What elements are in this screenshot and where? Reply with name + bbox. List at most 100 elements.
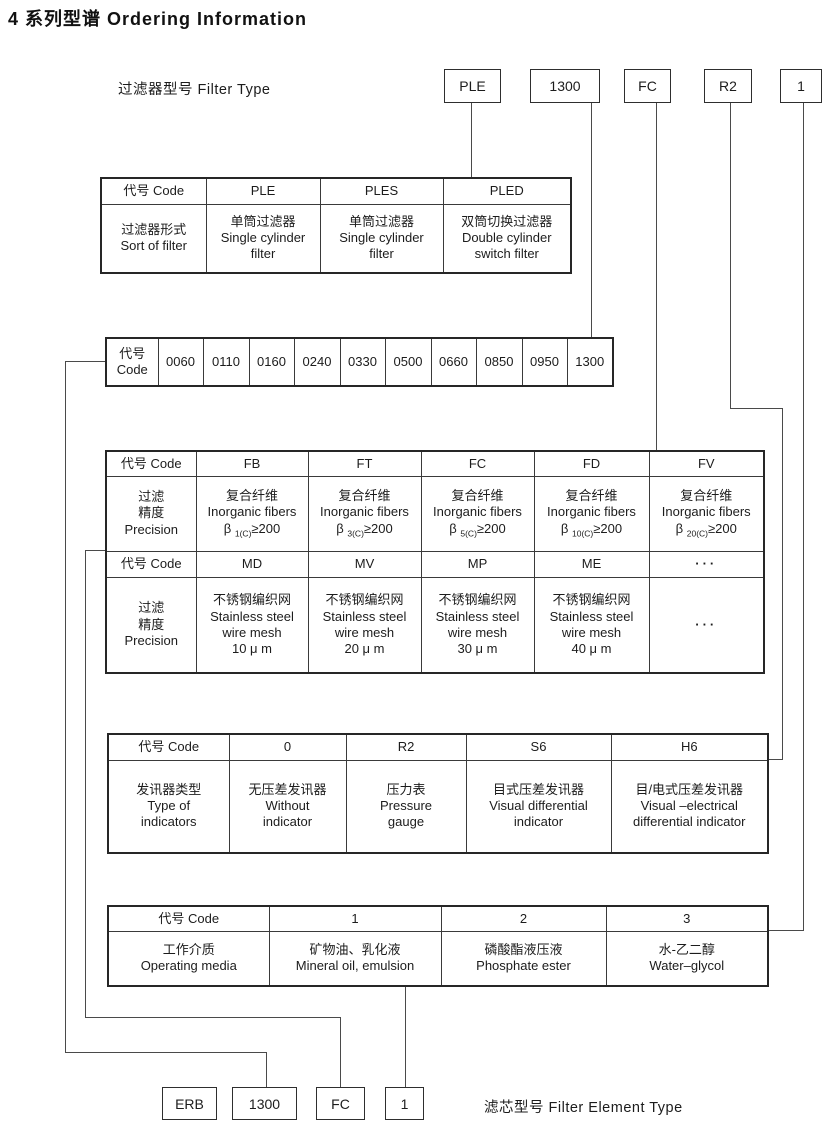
element-code-box-fc: FC [316, 1087, 365, 1120]
size-code-table: 代号 Code 0060 0110 0160 0240 0330 0500 06… [105, 337, 614, 387]
connector-line [803, 103, 804, 930]
element-code-box-1: 1 [385, 1087, 424, 1120]
header-cell-1: 1 [268, 905, 442, 932]
header-cell-code: 代号 Code [107, 733, 230, 761]
value-cell: 无压差发讯器 Without indicator [228, 759, 347, 854]
connector-line [767, 930, 804, 931]
precision-table: 代号 Code FB FT FC FD FV 过滤 精度 Precision 复… [105, 450, 765, 674]
header-cell-h6: H6 [610, 733, 769, 761]
header-cell-r2: R2 [345, 733, 467, 761]
value-cell: 压力表 Pressure gauge [345, 759, 467, 854]
value-cell: 0060 [157, 337, 204, 387]
filter-type-label: 过滤器型号 Filter Type [118, 82, 271, 98]
connector-line [65, 361, 105, 362]
value-cell: 目/电式压差发讯器 Visual –electrical differentia… [610, 759, 769, 854]
header-cell-code: 代号 Code [107, 905, 270, 932]
connector-line [85, 550, 86, 1017]
value-cell: 0850 [475, 337, 523, 387]
mesh-cell: 不锈钢编织网 Stainless steel wire mesh 10 μ m [195, 576, 309, 674]
header-cell-s6: S6 [465, 733, 612, 761]
header-cell-0: 0 [228, 733, 347, 761]
header-cell-ellipsis: ··· [648, 550, 765, 578]
beta-ratio: β 1(C)≥200 [223, 520, 281, 539]
connector-line [730, 103, 731, 408]
header-cell-fv: FV [648, 450, 765, 477]
header-cell-code: 代号 Code [105, 550, 197, 578]
connector-line [782, 408, 783, 759]
value-cell: 水-乙二醇 Water–glycol [605, 930, 769, 987]
value-cell: 0500 [384, 337, 432, 387]
fiber-en: Inorganic fibers [433, 504, 522, 520]
connector-line [340, 1017, 341, 1087]
value-cell: 单筒过滤器 Single cylinder filter [319, 203, 444, 274]
row-label-cell: 发讯器类型 Type of indicators [107, 759, 230, 854]
connector-line [656, 103, 657, 450]
header-cell-ple: PLE [205, 177, 321, 205]
value-cell: 0950 [521, 337, 568, 387]
header-cell-code: 代号 Code [100, 177, 207, 205]
connector-line [85, 550, 107, 551]
fiber-cn: 复合纤维 [451, 488, 504, 504]
header-cell-mp: MP [420, 550, 535, 578]
fiber-en: Inorganic fibers [320, 504, 409, 520]
mesh-cell: 不锈钢编织网 Stainless steel wire mesh 30 μ m [420, 576, 535, 674]
fiber-cell: 复合纤维 Inorganic fibers β 3(C)≥200 [307, 475, 422, 552]
connector-line [65, 361, 66, 1052]
header-cell-ples: PLES [319, 177, 444, 205]
connector-line [405, 985, 406, 1087]
fiber-cn: 复合纤维 [225, 488, 278, 504]
beta-ratio: β 20(C)≥200 [675, 520, 737, 539]
model-code-box-1: 1 [780, 69, 822, 103]
beta-ratio: β 5(C)≥200 [449, 520, 506, 539]
value-cell: 目式压差发讯器 Visual differential indicator [465, 759, 612, 854]
row-label-cell: 工作介质 Operating media [107, 930, 270, 987]
element-code-box-1300: 1300 [232, 1087, 297, 1120]
indicator-table: 代号 Code 0 R2 S6 H6 发讯器类型 Type of indicat… [107, 733, 769, 854]
fiber-cell: 复合纤维 Inorganic fibers β 1(C)≥200 [195, 475, 309, 552]
model-code-box-1300: 1300 [530, 69, 600, 103]
mesh-cell-ellipsis: ··· [648, 576, 765, 674]
connector-line [767, 759, 783, 760]
header-cell-fb: FB [195, 450, 309, 477]
beta-ratio: β 10(C)≥200 [560, 520, 623, 539]
element-code-box-erb: ERB [162, 1087, 217, 1120]
fiber-cell: 复合纤维 Inorganic fibers β 5(C)≥200 [420, 475, 535, 552]
header-cell-mv: MV [307, 550, 422, 578]
value-cell: 0110 [202, 337, 250, 387]
value-cell: 1300 [566, 337, 614, 387]
header-cell-code: 代号 Code [105, 450, 197, 477]
beta-ratio: β 3(C)≥200 [336, 520, 393, 539]
value-cell: 0330 [339, 337, 386, 387]
fiber-cell: 复合纤维 Inorganic fibers β 20(C)≥200 [648, 475, 765, 552]
value-cell: 矿物油、乳化液 Mineral oil, emulsion [268, 930, 442, 987]
row-label-cell: 过滤 精度 Precision [105, 475, 197, 552]
value-cell: 0160 [248, 337, 295, 387]
connector-line [65, 1052, 267, 1053]
fiber-en: Inorganic fibers [661, 504, 751, 520]
connector-line [266, 1052, 267, 1087]
value-cell: 双筒切换过滤器 Double cylinder switch filter [442, 203, 572, 274]
connector-line [591, 103, 592, 337]
mesh-cell: 不锈钢编织网 Stainless steel wire mesh 40 μ m [533, 576, 650, 674]
fiber-cn: 复合纤维 [338, 488, 391, 504]
header-cell-md: MD [195, 550, 309, 578]
header-cell-me: ME [533, 550, 650, 578]
element-type-label: 滤芯型号 Filter Element Type [484, 1100, 683, 1116]
value-cell: 0240 [293, 337, 341, 387]
header-cell-ft: FT [307, 450, 422, 477]
model-code-box-fc: FC [624, 69, 671, 103]
value-cell: 单筒过滤器 Single cylinder filter [205, 203, 321, 274]
sort-of-filter-table: 代号 Code PLE PLES PLED 过滤器形式 Sort of filt… [100, 177, 572, 274]
model-code-box-r2: R2 [704, 69, 752, 103]
header-cell-code: 代号 Code [105, 337, 159, 387]
header-cell-3: 3 [605, 905, 769, 932]
connector-line [471, 103, 472, 177]
page-title: 4 系列型谱 Ordering Information [8, 9, 308, 29]
header-cell-2: 2 [440, 905, 607, 932]
header-cell-fc: FC [420, 450, 535, 477]
fiber-cn: 复合纤维 [565, 488, 618, 504]
connector-line [85, 1017, 341, 1018]
row-label-cell: 过滤 精度 Precision [105, 576, 197, 674]
media-table: 代号 Code 1 2 3 工作介质 Operating media 矿物油、乳… [107, 905, 769, 987]
